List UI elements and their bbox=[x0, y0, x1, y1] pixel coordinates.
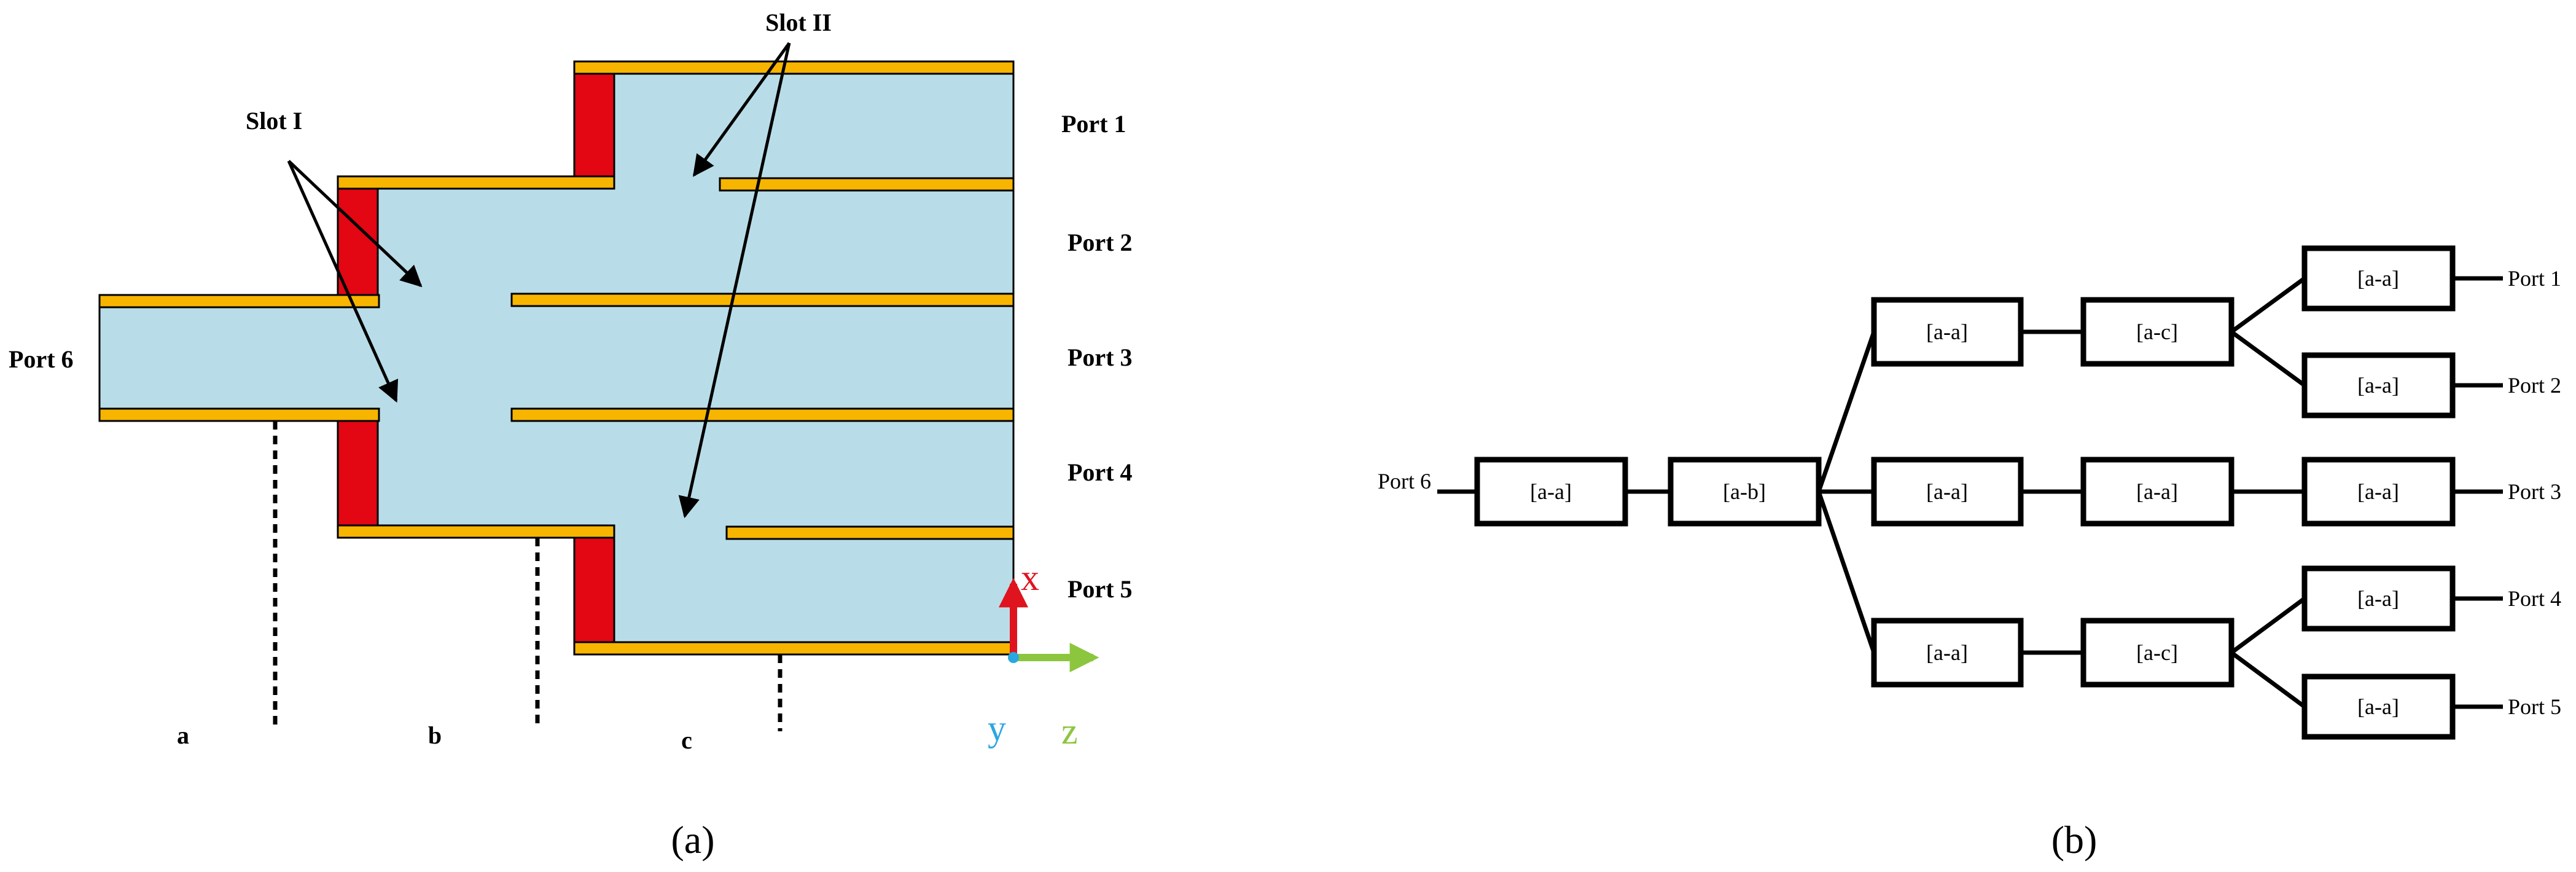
block-l1-label: [a-a] bbox=[1926, 640, 1968, 665]
block-u2: [a-c] bbox=[2080, 297, 2234, 367]
slot-I-arrow-lower bbox=[287, 160, 399, 403]
slot-I-lower bbox=[337, 407, 379, 530]
panel-a-caption: (a) bbox=[671, 818, 714, 862]
slot-I-upper bbox=[337, 183, 379, 308]
block-m2: [a-a] bbox=[2080, 457, 2234, 527]
section-label-b: b bbox=[428, 721, 442, 749]
waveguide-body bbox=[98, 69, 1015, 650]
block-m3: [a-a] bbox=[2301, 457, 2456, 527]
wire-b2-u1 bbox=[1816, 331, 1876, 493]
block-m3-label: [a-a] bbox=[2357, 479, 2399, 504]
port-4-label: Port 4 bbox=[1067, 458, 1133, 486]
port-2-label: Port 2 bbox=[1067, 229, 1133, 256]
wall-bottom-b bbox=[337, 524, 615, 539]
x-axis-label: x bbox=[1021, 557, 1039, 598]
septum-1-2 bbox=[719, 177, 1015, 192]
septum-4-5 bbox=[725, 525, 1015, 540]
septum-2-3 bbox=[510, 293, 1015, 307]
port-5-label: Port 5 bbox=[1067, 575, 1133, 603]
wire-b2-l1 bbox=[1816, 490, 1876, 654]
slot-II-arrow-lower bbox=[678, 42, 791, 519]
slot-II-label: Slot II bbox=[765, 9, 832, 36]
panel-b-caption: (b) bbox=[2051, 818, 2098, 862]
block-u1: [a-a] bbox=[1871, 297, 2024, 367]
wire-u2-o2 bbox=[2230, 330, 2306, 387]
slot-I-arrow-upper bbox=[287, 160, 423, 288]
panel-a-waveguide-diagram: a b c Slot I Slot II Port 6 Port 1 Port … bbox=[9, 9, 1133, 862]
block-l2: [a-c] bbox=[2080, 618, 2234, 688]
wall-bottom-a bbox=[98, 407, 380, 422]
wire-l2-o4 bbox=[2230, 597, 2306, 654]
block-o4-label: [a-a] bbox=[2357, 586, 2399, 611]
slot-II-upper bbox=[573, 69, 615, 186]
block-o4: [a-a] bbox=[2301, 565, 2456, 632]
wall-top-a bbox=[98, 294, 380, 308]
y-axis-label: y bbox=[988, 708, 1006, 748]
block-b1: [a-a] bbox=[1474, 457, 1628, 527]
block-m1-label: [a-a] bbox=[1926, 479, 1968, 504]
block-b2-label: [a-b] bbox=[1723, 479, 1766, 504]
block-b2: [a-b] bbox=[1668, 457, 1822, 527]
b-port-2-label: Port 2 bbox=[2508, 373, 2561, 398]
port-6-label: Port 6 bbox=[9, 345, 74, 373]
block-u1-label: [a-a] bbox=[1926, 320, 1968, 344]
slot-I-label: Slot I bbox=[246, 107, 302, 135]
port-1-label: Port 1 bbox=[1061, 110, 1126, 138]
block-m1: [a-a] bbox=[1871, 457, 2024, 527]
z-axis-label: z bbox=[1061, 711, 1078, 752]
slot-II-lower bbox=[573, 527, 615, 650]
block-u2-label: [a-c] bbox=[2136, 320, 2178, 344]
y-axis-dot bbox=[1008, 652, 1019, 663]
port-3-label: Port 3 bbox=[1067, 344, 1133, 371]
block-o1-label: [a-a] bbox=[2357, 266, 2399, 291]
wall-top-b bbox=[337, 175, 615, 190]
section-label-c: c bbox=[681, 726, 692, 754]
block-o1: [a-a] bbox=[2301, 245, 2456, 312]
wall-bottom-c bbox=[573, 641, 1015, 656]
b-port-6-label: Port 6 bbox=[1378, 469, 1431, 493]
b-port-1-label: Port 1 bbox=[2508, 266, 2561, 291]
block-b1-label: [a-a] bbox=[1530, 479, 1572, 504]
septum-3-4 bbox=[510, 407, 1015, 422]
b-port-5-label: Port 5 bbox=[2508, 694, 2561, 719]
wire-u2-o1 bbox=[2230, 277, 2306, 334]
block-m2-label: [a-a] bbox=[2136, 479, 2178, 504]
b-port-4-label: Port 4 bbox=[2508, 586, 2561, 611]
b-port-3-label: Port 3 bbox=[2508, 479, 2561, 504]
block-l1: [a-a] bbox=[1871, 618, 2024, 688]
block-o2-label: [a-a] bbox=[2357, 373, 2399, 398]
wall-top-c bbox=[573, 60, 1015, 75]
wire-l2-o5 bbox=[2230, 651, 2306, 709]
slot-II-arrow-upper bbox=[692, 42, 791, 177]
panel-b-block-diagram: [a-a] [a-b] [a-a] [a-c] [a-a] [a-a] [a-a… bbox=[1378, 245, 2561, 862]
block-l2-label: [a-c] bbox=[2136, 640, 2178, 665]
block-o5: [a-a] bbox=[2301, 674, 2456, 740]
block-o2: [a-a] bbox=[2301, 352, 2456, 418]
block-o5-label: [a-a] bbox=[2357, 694, 2399, 719]
section-label-a: a bbox=[177, 721, 189, 749]
